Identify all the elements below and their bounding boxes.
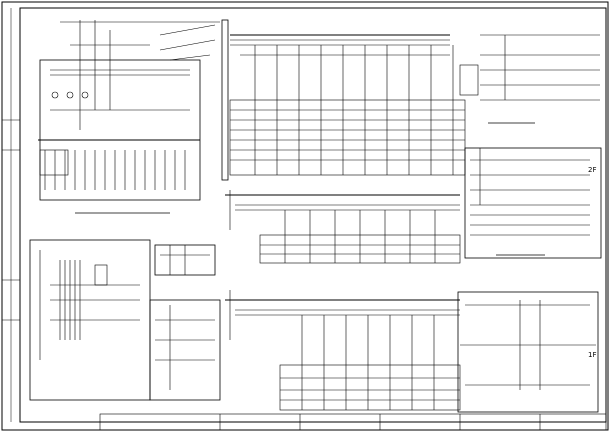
title-block <box>99 413 607 431</box>
left-margin-ticks <box>2 119 20 321</box>
elevator-system-diagram <box>464 147 602 259</box>
floor-label-upper: 2F <box>588 166 596 174</box>
weak-current-diagram <box>29 239 151 401</box>
small-panel-box <box>154 244 216 276</box>
middle-distribution-panel-diagram <box>225 190 461 264</box>
bottom-middle-diagram <box>149 299 221 401</box>
workshop-lighting-panel-diagram <box>38 20 220 201</box>
floor-label-lower: 1F <box>588 351 596 359</box>
top-distribution-panel-diagram <box>221 19 466 181</box>
cable-detail-diagram <box>459 34 600 101</box>
bottom-distribution-panel-diagram <box>225 290 461 411</box>
riser-diagram <box>457 291 599 413</box>
